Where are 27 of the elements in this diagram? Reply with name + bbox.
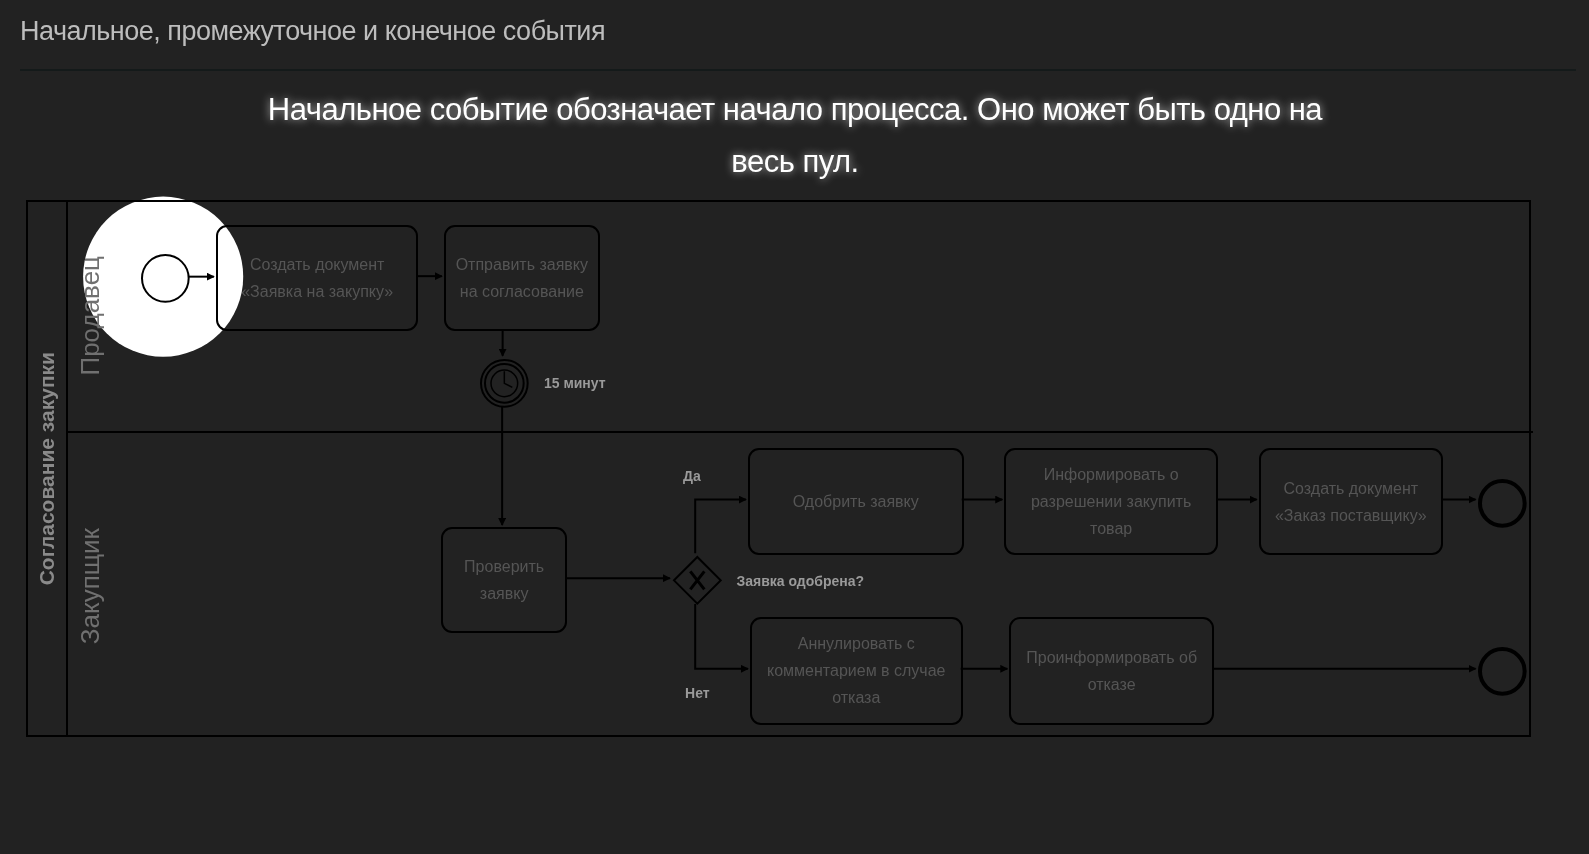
arrow <box>1440 495 1477 504</box>
task-box <box>749 617 963 725</box>
arrow <box>1215 495 1258 504</box>
event-caption: 15 минут <box>543 375 606 391</box>
arrow <box>564 574 671 583</box>
task-box <box>1004 447 1219 556</box>
pool-box <box>26 199 1532 737</box>
arrow <box>1211 664 1477 673</box>
arrow <box>415 272 443 281</box>
task-box <box>747 447 964 556</box>
slide-title: Начальное, промежуточное и конечное события <box>20 16 606 47</box>
edge-label: Да <box>681 468 703 485</box>
arrow <box>498 405 507 526</box>
arrow <box>694 603 749 673</box>
task-box <box>1009 617 1214 725</box>
arrow <box>498 328 507 357</box>
caption: Начальное событие обозначает начало процесса. Оно может быть одно на весь пул. <box>266 91 1324 181</box>
arrow <box>694 495 747 555</box>
lane-label: Закупщик <box>74 527 106 644</box>
pool-label: Согласование закупки <box>35 351 60 585</box>
task-box <box>1258 447 1444 556</box>
lane-label: Продавец <box>74 256 106 376</box>
task-box <box>443 224 600 332</box>
arrow <box>187 272 215 281</box>
task-box <box>440 526 568 634</box>
task-box <box>215 224 419 332</box>
event-caption: Заявка одобрена? <box>736 572 865 589</box>
